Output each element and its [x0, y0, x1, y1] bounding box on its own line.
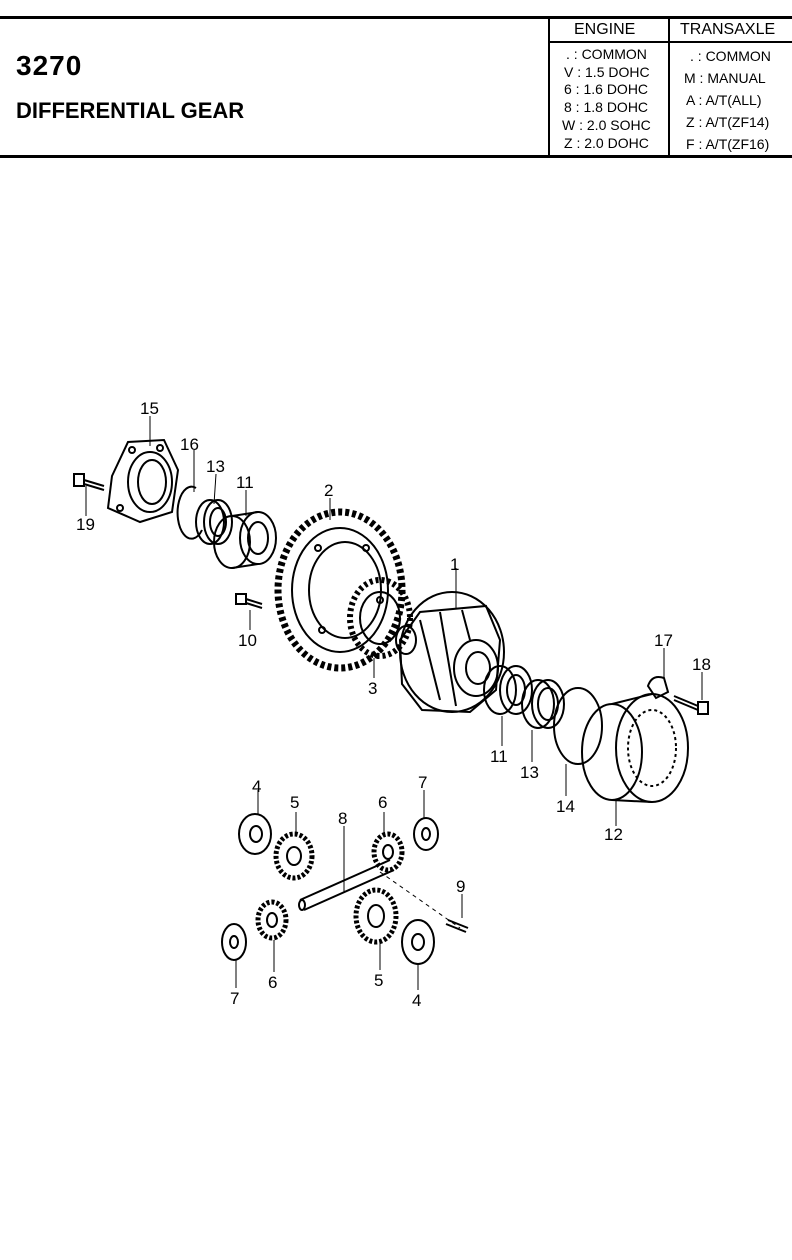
callout-13: 13: [206, 457, 225, 476]
callout-4: 4: [252, 777, 261, 796]
callout-15: 15: [140, 399, 159, 418]
lock-pin-part: [379, 871, 469, 933]
callout-10: 10: [238, 631, 257, 650]
header-rule-top: [0, 16, 792, 19]
callout-19: 19: [76, 515, 95, 534]
callout-5: 5: [374, 971, 383, 990]
callout-6: 6: [268, 973, 277, 992]
callout-18: 18: [692, 655, 711, 674]
callout-numbers: 15 16 13 11 19 2 10 3 1 11 13 14 12 17 1…: [76, 399, 711, 1010]
pinion-shaft-part: [298, 859, 395, 911]
transaxle-row: Z : A/T(ZF14): [686, 114, 770, 130]
snap-ring-part: [553, 687, 603, 765]
callout-4: 4: [412, 991, 421, 1010]
ring-gear-bolt-part: [235, 593, 263, 609]
callout-17: 17: [654, 631, 673, 650]
differential-case-part: [395, 591, 505, 714]
transaxle-row: . : COMMON: [690, 48, 771, 64]
callout-7: 7: [418, 773, 427, 792]
pinion-washer-part: [413, 817, 439, 851]
engine-row: Z : 2.0 DOHC: [564, 135, 649, 151]
bearing-race-part: [195, 499, 233, 545]
side-gear-part: [273, 831, 315, 881]
engine-row: W : 2.0 SOHC: [562, 117, 651, 133]
exploded-parts-diagram: 15 16 13 11 19 2 10 3 1 11 13 14 12 17 1…: [73, 399, 711, 1010]
ring-gear-part: [274, 508, 406, 672]
section-code: 3270: [16, 50, 83, 81]
bearing-housing-part: [581, 693, 689, 803]
pinion-washer-part: [221, 923, 247, 961]
engine-row: . : COMMON: [566, 46, 647, 62]
engine-row: 8 : 1.8 DOHC: [564, 99, 649, 115]
lock-bolt-part: [673, 695, 709, 715]
callout-2: 2: [324, 481, 333, 500]
callout-8: 8: [338, 809, 347, 828]
callout-9: 9: [456, 877, 465, 896]
bearing-retainer-part: [106, 438, 180, 524]
thrust-washer-part: [401, 919, 435, 965]
callout-14: 14: [556, 797, 575, 816]
legend-divider: [668, 19, 670, 155]
leader-lines: [85, 416, 703, 990]
lock-plate-part: [646, 676, 670, 700]
transaxle-row: A : A/T(ALL): [686, 92, 762, 108]
transaxle-heading: TRANSAXLE: [680, 21, 776, 38]
callout-7: 7: [230, 989, 239, 1008]
bearing-part: [213, 511, 277, 569]
snap-ring-part: [176, 485, 203, 540]
callout-16: 16: [180, 435, 199, 454]
callout-11: 11: [490, 747, 508, 766]
engine-heading: ENGINE: [574, 21, 636, 38]
legend-header-rule: [548, 41, 792, 43]
callout-3: 3: [368, 679, 377, 698]
engine-row: V : 1.5 DOHC: [564, 64, 650, 80]
callout-5: 5: [290, 793, 299, 812]
legend-border-left: [548, 19, 550, 155]
engine-row: 6 : 1.6 DOHC: [564, 81, 649, 97]
pinion-gear-part: [371, 831, 405, 873]
callout-6: 6: [378, 793, 387, 812]
callout-13: 13: [520, 763, 539, 782]
bolt-part: [73, 473, 105, 491]
legend-table: ENGINE TRANSAXLE . : COMMON V : 1.5 DOHC…: [548, 19, 792, 155]
callout-1: 1: [450, 555, 459, 574]
page-header: 3270 DIFFERENTIAL GEAR ENGINE TRANSAXLE …: [0, 0, 792, 160]
callout-12: 12: [604, 825, 623, 844]
transaxle-row: M : MANUAL: [684, 70, 766, 86]
section-title: DIFFERENTIAL GEAR: [16, 98, 245, 123]
transaxle-row: F : A/T(ZF16): [686, 136, 770, 152]
callout-11: 11: [236, 473, 254, 492]
bearing-part: [483, 665, 533, 715]
header-rule-bottom: [0, 155, 792, 158]
pinion-gear-part: [255, 899, 289, 941]
thrust-washer-part: [238, 813, 272, 855]
side-gear-part: [353, 887, 399, 945]
